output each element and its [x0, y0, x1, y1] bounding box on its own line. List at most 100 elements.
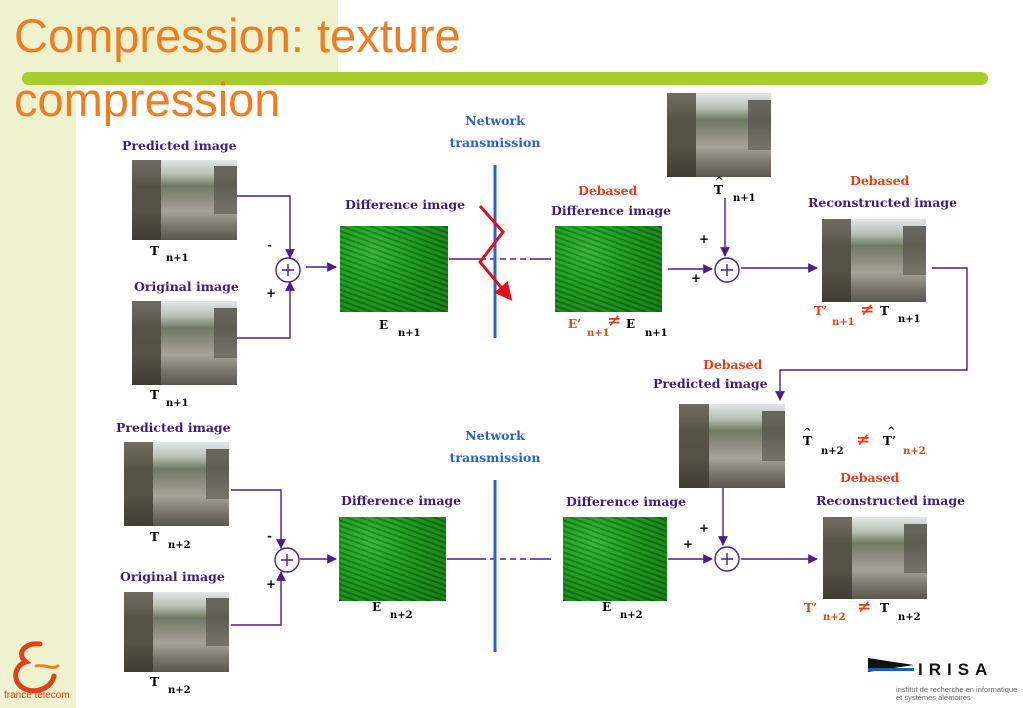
bottom-network-caption: Network transmission [448, 425, 542, 469]
bottom-neq-sign: ≠ [856, 430, 871, 450]
top-sum-plus-top: + [699, 232, 710, 246]
top-original-label: Original image [134, 279, 239, 294]
top-debased-var: E’ [568, 317, 582, 331]
bottom-difference-label: Difference image [341, 493, 462, 508]
bottom-original-sub: n+2 [168, 685, 191, 696]
bottom-predicted-image [124, 442, 229, 526]
bottom-difference2-sub: n+2 [620, 610, 643, 621]
top-difference-label: Difference image [345, 197, 466, 212]
bottom-difference-sub: n+2 [390, 610, 413, 621]
top-that-mark: ^ [715, 176, 724, 187]
bottom-difference2-var: E [602, 600, 612, 614]
top-original-sub: n+1 [166, 398, 189, 409]
bottom-debased-pred-label: Debased [703, 357, 763, 372]
top-predicted-label: Predicted image [122, 138, 237, 153]
top-recon-sub: n+1 [832, 317, 855, 328]
bottom-that-var: T [803, 434, 812, 448]
irisa-subtitle-line1: institut de recherche en informatique [896, 685, 1018, 694]
bottom-difference-image [339, 517, 446, 601]
bottom-that2-mark: ^ [887, 426, 896, 437]
sidebar-band [0, 0, 76, 708]
top-predicted-image [132, 160, 237, 240]
top-original-var: T [150, 388, 159, 402]
bottom-difference2-label: Difference image [566, 494, 687, 509]
top-predicted-to-sum-arrow [237, 195, 295, 259]
top-that-image [667, 93, 771, 177]
top-recon-label: Reconstructed image [808, 195, 958, 210]
slide-title: Compression: texture compression [14, 9, 461, 126]
bottom-predicted-var: T [150, 530, 159, 544]
top-e-var: E [626, 317, 636, 331]
top-recon-t-sub: n+1 [898, 314, 921, 325]
loss-zigzag-arrow [478, 205, 513, 301]
top-sum-node [275, 257, 301, 283]
irisa-subtitle: institut de recherche en informatique et… [896, 686, 1017, 702]
top-debased-diff-label: Difference image [551, 203, 672, 218]
top-recon-debased-label: Debased [850, 173, 910, 188]
top-recon-var: T’ [814, 304, 828, 318]
title-band [0, 0, 338, 72]
bottom-recon-sub: n+2 [823, 612, 846, 623]
top-difference-var: E [379, 318, 389, 332]
top-plus-sign: + [266, 286, 277, 300]
france-telecom-text: france telecom [4, 690, 70, 701]
france-telecom-logo-icon [13, 641, 60, 694]
top-debased-sub: n+1 [587, 328, 610, 339]
top-recon-neq: ≠ [860, 300, 875, 320]
bottom-that2-sub: n+2 [903, 446, 926, 457]
bottom-original-image [124, 592, 229, 672]
bottom-original-to-sum-arrow [231, 571, 286, 626]
top-original-to-sum-arrow [237, 281, 295, 339]
bottom-that2-var: T’ [883, 434, 897, 448]
top-difference-image [340, 226, 448, 312]
bottom-recon-label: Reconstructed image [816, 493, 966, 508]
bottom-predicted-sub: n+2 [168, 540, 191, 551]
bottom-predicted-label: Predicted image [116, 420, 231, 435]
top-network-line1: Network [465, 113, 525, 128]
bottom-debased-pred-image [679, 404, 785, 488]
top-recon-sum-node [714, 257, 740, 283]
bottom-difference2-image [563, 517, 667, 601]
bottom-network-line1: Network [465, 428, 525, 443]
accent-bar [22, 72, 988, 85]
bottom-recon-var: T’ [804, 601, 818, 615]
top-recon-t-var: T [880, 304, 889, 318]
bottom-recon-image [823, 517, 927, 599]
bottom-original-label: Original image [120, 569, 225, 584]
top-predicted-sub: n+1 [166, 253, 189, 264]
top-debased-diff-image [555, 226, 662, 312]
bottom-that-mark: ^ [803, 427, 812, 438]
feedback-arrow [775, 267, 968, 401]
bottom-sum-plus-left: + [683, 537, 694, 551]
top-network-caption: Network transmission [448, 110, 542, 154]
top-debased-label: Debased [578, 183, 638, 198]
bottom-debased-pred-label2: Predicted image [653, 376, 768, 391]
top-network-line2: transmission [449, 135, 541, 150]
bottom-recon-sum-node [714, 546, 740, 572]
bottom-recon-debased-label: Debased [840, 470, 900, 485]
bottom-recon-neq: ≠ [857, 597, 872, 617]
bottom-difference-var: E [372, 600, 382, 614]
bottom-network-line2: transmission [449, 450, 541, 465]
top-original-image [132, 301, 237, 385]
top-sum-plus-left: + [691, 271, 702, 285]
bottom-recon-t-sub: n+2 [898, 612, 921, 623]
top-minus-sign: - [267, 238, 272, 252]
bottom-plus-sign: + [266, 577, 277, 591]
bottom-recon-t-var: T [880, 601, 889, 615]
bottom-minus-sign: - [267, 529, 272, 543]
top-that-sub: n+1 [733, 193, 756, 204]
top-that-var: T [714, 183, 723, 197]
bottom-original-var: T [150, 675, 159, 689]
irisa-logo-icon [868, 658, 914, 672]
top-neq-sign: ≠ [607, 311, 622, 331]
irisa-subtitle-line2: et systèmes aléatoires [896, 693, 971, 702]
bottom-sum-plus-top: + [699, 521, 710, 535]
irisa-text: IRISA [918, 660, 994, 679]
bottom-that-sub: n+2 [821, 446, 844, 457]
bottom-predicted-to-sum-arrow [231, 489, 286, 549]
top-difference-sub: n+1 [398, 328, 421, 339]
top-recon-image [822, 219, 926, 302]
bottom-sum-node [274, 547, 300, 573]
